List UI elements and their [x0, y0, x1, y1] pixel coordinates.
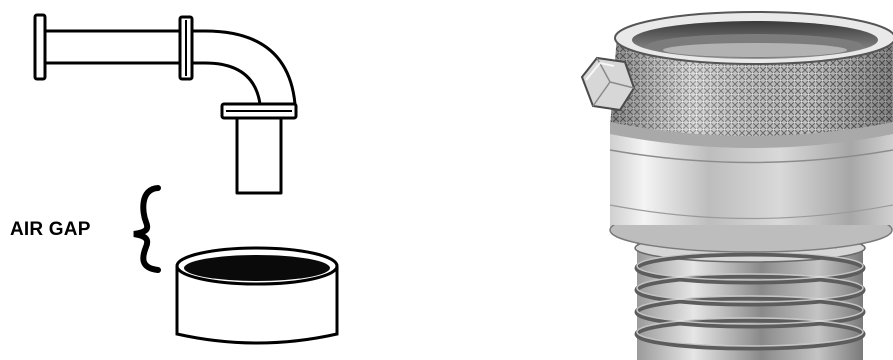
basin: [177, 248, 337, 343]
horizontal-pipe: [45, 31, 180, 63]
vacuum-breaker-photo: [582, 12, 893, 360]
air-gap-brace: [134, 188, 158, 270]
pipe-elbow: [192, 31, 295, 104]
basin-water: [184, 255, 330, 281]
pipe-spout: [237, 118, 281, 193]
knurled-cap: [610, 12, 893, 148]
threaded-base: [635, 234, 865, 360]
pipe-diagram: [35, 15, 296, 193]
